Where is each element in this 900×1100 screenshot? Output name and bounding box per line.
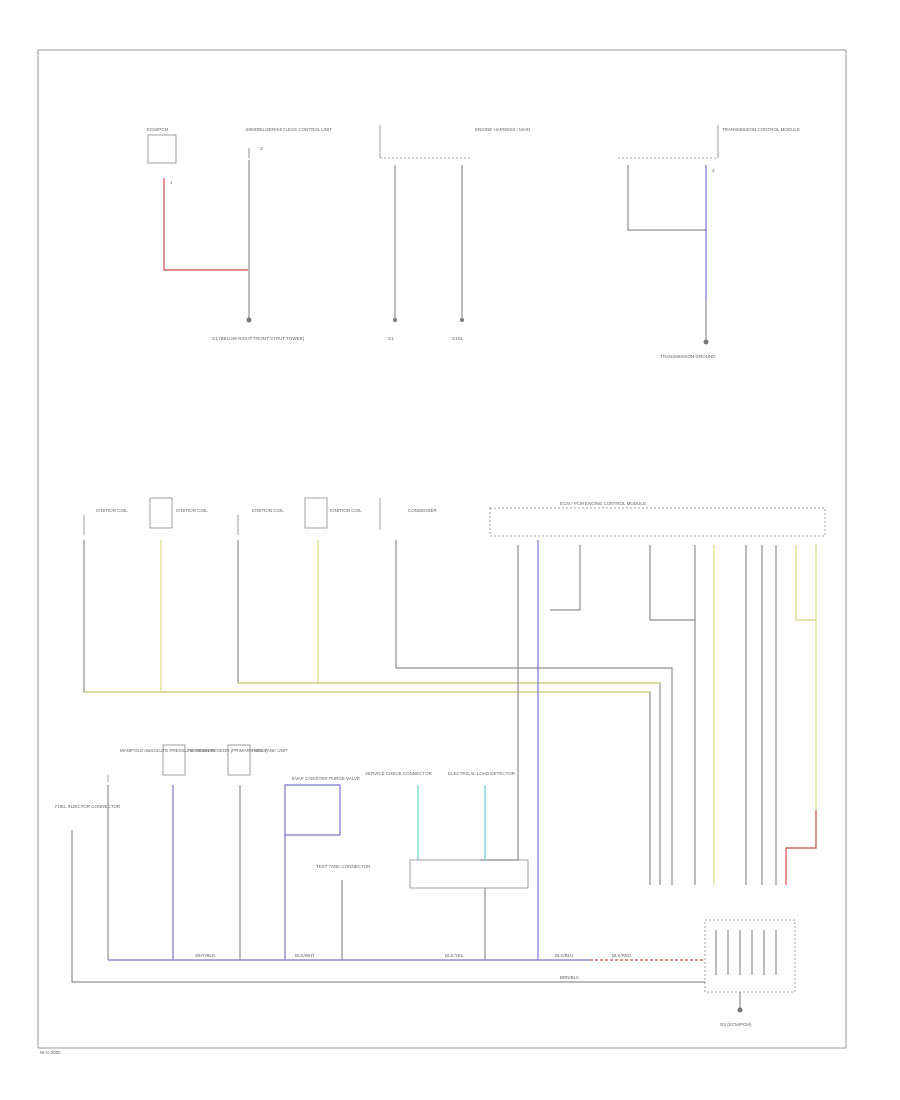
- ecm-red-tail: [785, 810, 817, 885]
- mid-component-3-label: IGNITION COIL: [252, 508, 284, 513]
- top-ground-2-label: G1: [388, 336, 395, 341]
- top-component-4-label: TRANSMISSION CONTROL MODULE: [722, 127, 800, 132]
- ecm-pin-4: [649, 545, 695, 621]
- ground-terminal-1: [246, 317, 252, 323]
- bottom-component-5-label: EVAP CANISTER PURGE VALVE: [292, 776, 360, 781]
- ecm-box: [147, 134, 177, 164]
- coil-4-box: [304, 497, 328, 529]
- bottom-component-8-label: ELECTRICAL LOAD DETECTOR: [448, 771, 516, 776]
- mid-component-6-label: ECM / PCM ENGINE CONTROL MODULE: [560, 501, 646, 506]
- ecm-pin-3: [550, 545, 581, 611]
- splice-label-1: WHT/BLK: [195, 953, 215, 958]
- splice-label-5: BLK/RED: [612, 953, 632, 958]
- top-component-3-label: ENGINE HARNESS / MAIN: [475, 127, 530, 132]
- top-component-2-tag: 3: [260, 146, 263, 151]
- evap-loop: [284, 784, 341, 836]
- bottom-component-3-label: OXYGEN SENSOR (PRIMARY HO2S): [190, 748, 268, 753]
- bottom-component-4-label: FUEL TANK UNIT: [252, 748, 288, 753]
- coil-2-box: [149, 497, 173, 529]
- top-component-4-tag: 2: [712, 168, 715, 173]
- ground-terminal-3: [460, 318, 464, 322]
- ecm-pin-10: [795, 545, 816, 621]
- top-ground-3-label: G101: [452, 336, 464, 341]
- condenser-wire: [395, 540, 673, 885]
- top-ground-1-label: G1 (BELOW RIGHT FRONT STRUT TOWER): [212, 336, 305, 341]
- main-splice-pins: [715, 930, 777, 975]
- top-component-2-label: IMMOBILIZER/KEYLESS CONTROL UNIT: [246, 127, 332, 132]
- bottom-component-6-label: TEST TANK CONNECTOR: [316, 864, 371, 869]
- o2-sensor-box: [162, 744, 186, 776]
- bottom-component-1-label: FUEL INJECTOR CONNECTOR: [55, 804, 121, 809]
- mid-component-2-label: IGNITION COIL: [176, 508, 208, 513]
- splice-label-6: BRN/BLK: [560, 975, 579, 980]
- bottom-component-2-label: MANIFOLD ABSOLUTE PRESSURE SENSOR: [120, 748, 215, 753]
- service-connector-box: [409, 859, 529, 889]
- diagram-border: [37, 49, 847, 1049]
- ecm-connector-box: [489, 507, 826, 537]
- ground-terminal-4: [703, 339, 709, 345]
- top-section: ECM/PCM 1 IMMOBILIZER/KEYLESS CONTROL UN…: [147, 125, 800, 359]
- top-ground-4-label: TRANSMISSION GROUND: [660, 354, 716, 359]
- main-splice-connector: [704, 919, 796, 993]
- red-wire: [163, 178, 248, 271]
- bottom-component-7-label: SERVICE CHECK CONNECTOR: [365, 771, 433, 776]
- splice-label-2: BLK/WHT: [295, 953, 315, 958]
- mid-component-5-label: CONDENSER: [408, 508, 438, 513]
- main-ground-label: G2 (ECM/PCM): [720, 1022, 752, 1027]
- main-ground-terminal: [737, 1007, 743, 1013]
- bottom-section: FUEL INJECTOR CONNECTOR MANIFOLD ABSOLUT…: [55, 744, 796, 1027]
- splice-label-3: BLK/YEL: [445, 953, 464, 958]
- splice-label-4: BLK/BLU: [555, 953, 574, 958]
- top-component-1-tag: 1: [170, 180, 173, 185]
- fuel-tank-box: [227, 744, 251, 776]
- footer-code: W-G-0000: [40, 1050, 61, 1055]
- injector-wire: [71, 830, 705, 983]
- mid-component-4-label: IGNITION COIL: [330, 508, 362, 513]
- mid-component-1-label: IGNITION COIL: [96, 508, 128, 513]
- ground-terminal-2: [393, 318, 397, 322]
- top-component-1-label: ECM/PCM: [147, 127, 169, 132]
- tcm-ground-wire: [627, 165, 706, 231]
